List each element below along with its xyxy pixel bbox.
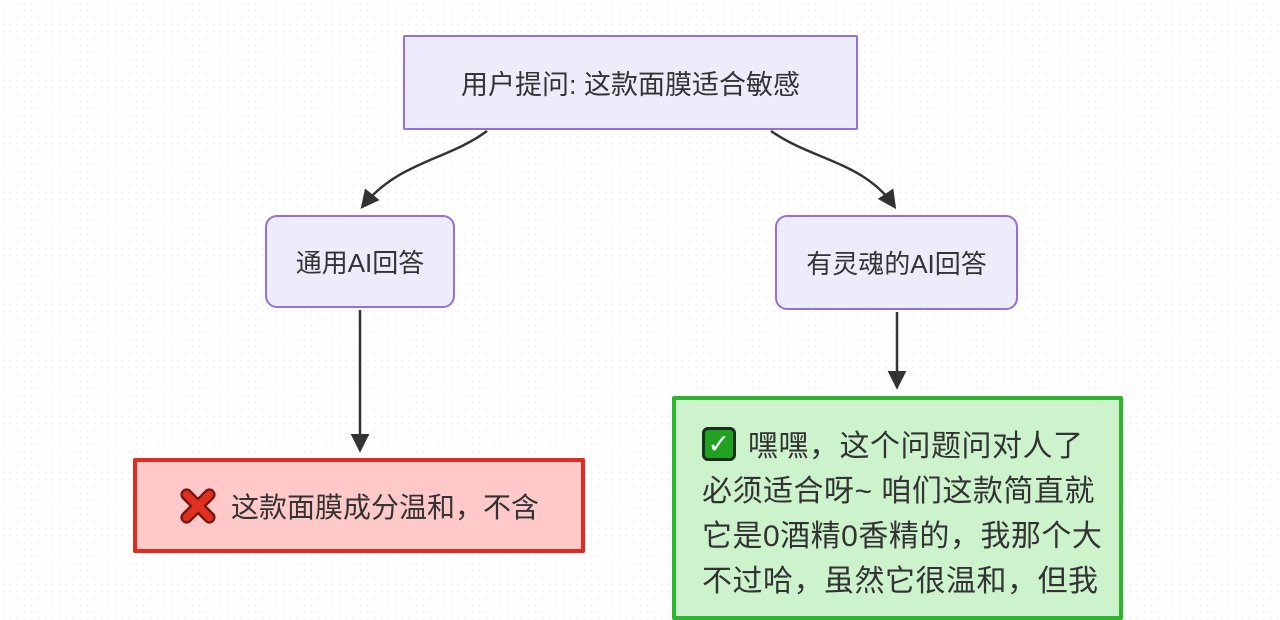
soulful-answer-line-1-text: 嘿嘿，这个问题问对人了 — [748, 430, 1084, 463]
check-mark-icon — [702, 427, 736, 461]
node-generic-ai-label: 通用AI回答 — [295, 248, 425, 278]
node-user-question-label: 用户提问: 这款面膜适合敏感 — [460, 70, 800, 100]
flowchart-canvas: 用户提问: 这款面膜适合敏感 通用AI回答 有灵魂的AI回答 这款面膜成分温和，… — [0, 0, 1280, 598]
soulful-answer-line-2: 必须适合呀~ 咱们这款简直就 — [702, 475, 1095, 508]
soulful-answer-line-1: 嘿嘿，这个问题问对人了 — [702, 424, 1119, 469]
node-generic-ai: 通用AI回答 — [265, 215, 455, 308]
node-user-question: 用户提问: 这款面膜适合敏感 — [403, 35, 858, 130]
edge-question-to-generic — [360, 129, 488, 209]
node-soulful-answer: 嘿嘿，这个问题问对人了 必须适合呀~ 咱们这款简直就 它是0酒精0香精的，我那个… — [672, 396, 1123, 620]
cross-mark-icon — [180, 487, 216, 524]
node-generic-answer: 这款面膜成分温和，不含 — [133, 458, 585, 553]
soulful-answer-line-4: 不过哈，虽然它很温和，但我 — [702, 565, 1099, 598]
node-soulful-ai-label: 有灵魂的AI回答 — [806, 249, 987, 279]
node-soulful-ai: 有灵魂的AI回答 — [775, 215, 1018, 310]
edge-question-to-soulful — [770, 129, 897, 210]
soulful-answer-line-3: 它是0酒精0香精的，我那个大 — [702, 520, 1103, 553]
node-generic-answer-label: 这款面膜成分温和，不含 — [230, 491, 539, 523]
